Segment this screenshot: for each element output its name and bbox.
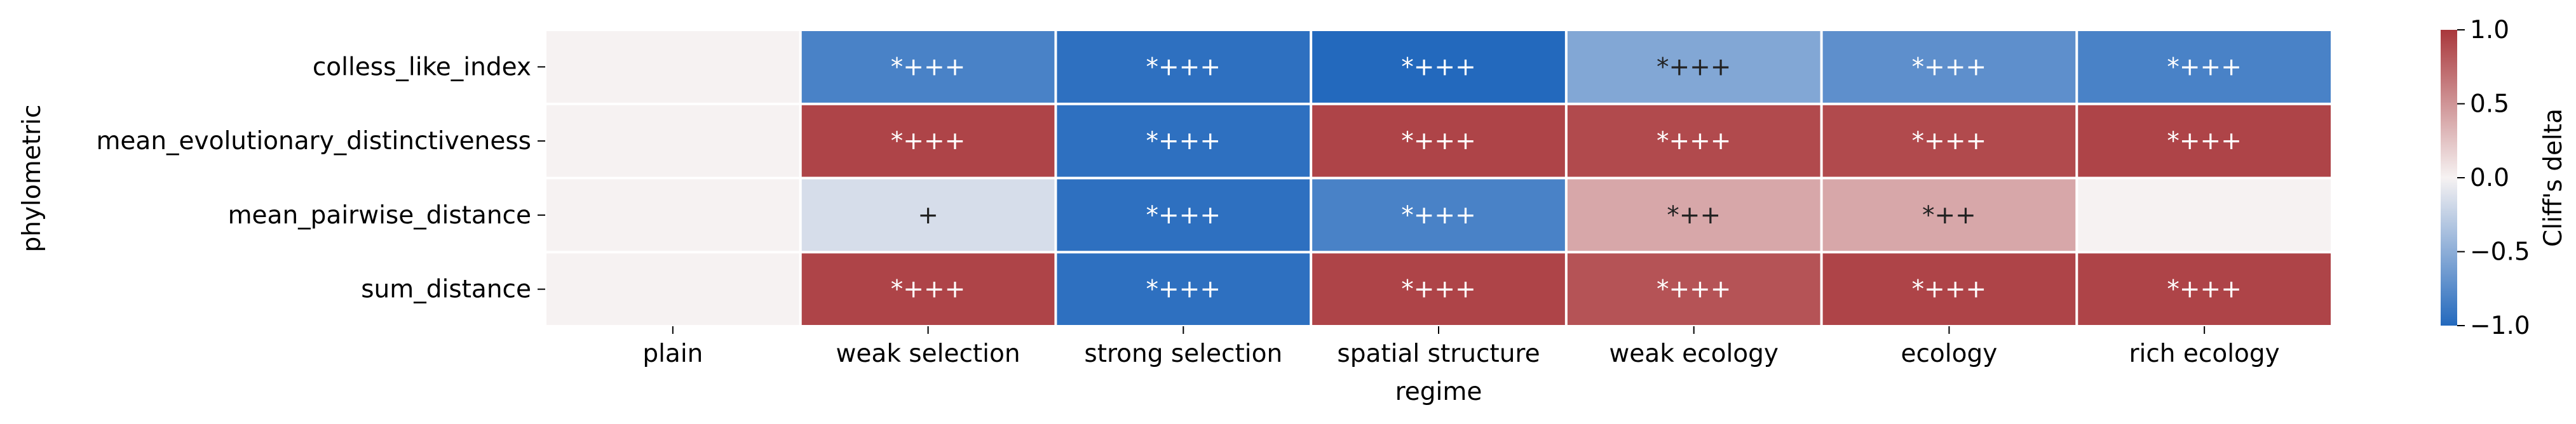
heatmap-cell [546, 253, 799, 325]
colorbar-ticks: 1.0 0.5 0.0 −0.5 −1.0 [2457, 16, 2530, 340]
y-tick-label: colless_like_index [313, 53, 531, 81]
x-tick-label: ecology [1901, 340, 1998, 368]
cell-annotation: *+++ [1146, 127, 1221, 156]
x-tick-label: weak selection [836, 340, 1020, 368]
colorbar-tick-label: −0.5 [2470, 238, 2530, 267]
colorbar-label: Cliff's delta [2539, 109, 2568, 247]
cell-annotation: *+++ [2167, 275, 2242, 304]
cell-annotation: *+++ [1146, 53, 1221, 81]
cell-annotation: *+++ [1401, 53, 1476, 81]
heatmap-cell [801, 105, 1055, 177]
cell-annotation: *+++ [891, 275, 966, 304]
y-tick-label: sum_distance [361, 275, 531, 304]
heatmap-cells: *+++*+++*+++*+++*+++*+++*+++*+++*+++*+++… [546, 31, 2331, 325]
cell-annotation: *++ [1667, 201, 1721, 230]
cell-annotation: *+++ [2167, 53, 2242, 81]
heatmap-cell [546, 179, 799, 251]
heatmap-cell [1312, 253, 1565, 325]
cell-annotation: *+++ [1401, 127, 1476, 156]
heatmap-cell [2078, 31, 2331, 103]
heatmap-cell [801, 31, 1055, 103]
heatmap-cell [2078, 105, 2331, 177]
cell-annotation: + [918, 201, 939, 230]
heatmap-cell [1822, 105, 2076, 177]
heatmap-cell [1312, 179, 1565, 251]
heatmap-cell [546, 105, 799, 177]
heatmap-cell [1057, 253, 1310, 325]
colorbar-tick-label: 1.0 [2470, 16, 2509, 44]
x-tick-label: spatial structure [1337, 340, 1540, 368]
cell-annotation: *+++ [891, 53, 966, 81]
heatmap-cell [1057, 105, 1310, 177]
x-axis-title: regime [1395, 378, 1482, 406]
heatmap-cell [2078, 179, 2331, 251]
colorbar-tick-label: −1.0 [2470, 312, 2530, 340]
y-tick-labels: colless_like_index mean_evolutionary_dist… [96, 53, 545, 304]
heatmap-cell [1312, 31, 1565, 103]
heatmap-cell [546, 31, 799, 103]
cell-annotation: *+++ [1657, 127, 1732, 156]
cell-annotation: *+++ [1401, 275, 1476, 304]
cell-annotation: *+++ [1912, 53, 1987, 81]
cell-annotation: *+++ [891, 127, 966, 156]
cell-annotation: *+++ [1146, 275, 1221, 304]
heatmap-cell [1057, 31, 1310, 103]
cell-annotation: *+++ [1657, 53, 1732, 81]
heatmap-cell [1312, 105, 1565, 177]
x-tick-label: rich ecology [2129, 340, 2280, 368]
heatmap-cell [801, 179, 1055, 251]
cell-annotation: *+++ [1912, 127, 1987, 156]
heatmap-cell [2078, 253, 2331, 325]
y-tick-label: mean_pairwise_distance [228, 201, 531, 230]
cell-annotation: *++ [1922, 201, 1976, 230]
heatmap-cell [1822, 179, 2076, 251]
colorbar: 1.0 0.5 0.0 −0.5 −1.0 Cliff's delta [2441, 16, 2568, 340]
y-tick-label: mean_evolutionary_distinctiveness [96, 127, 531, 156]
heatmap-cell [1822, 253, 2076, 325]
cell-annotation: *+++ [1146, 201, 1221, 230]
heatmap-cell [1567, 179, 1820, 251]
cell-annotation: *+++ [2167, 127, 2242, 156]
y-axis-title: phylometric [18, 105, 46, 253]
colorbar-tick-label: 0.0 [2470, 164, 2509, 192]
cell-annotation: *+++ [1912, 275, 1987, 304]
x-tick-label: weak ecology [1609, 340, 1779, 368]
cell-annotation: *+++ [1401, 201, 1476, 230]
x-tick-label: strong selection [1084, 340, 1282, 368]
cell-annotation: *+++ [1657, 275, 1732, 304]
heatmap-cell [1057, 179, 1310, 251]
heatmap-cell [1567, 105, 1820, 177]
colorbar-gradient [2441, 30, 2457, 326]
heatmap-cell [1567, 31, 1820, 103]
heatmap-cell [801, 253, 1055, 325]
heatmap-cell [1567, 253, 1820, 325]
x-tick-label: plain [642, 340, 703, 368]
heatmap-cell [1822, 31, 2076, 103]
colorbar-tick-label: 0.5 [2470, 90, 2509, 119]
x-tick-labels: plain weak selection strong selection spati… [642, 326, 2280, 368]
